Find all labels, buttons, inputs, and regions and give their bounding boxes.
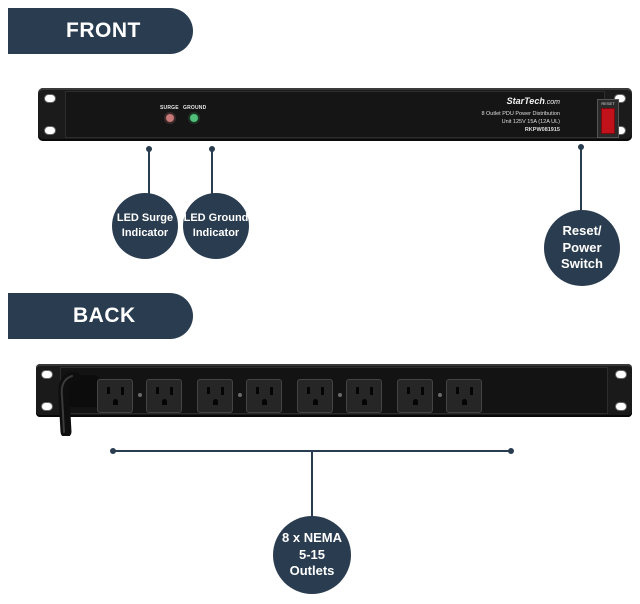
- outlet-ground-hole: [213, 399, 218, 405]
- mounting-hole-icon: [41, 370, 53, 379]
- outlet-slot: [370, 387, 373, 395]
- surge-led-label: SURGE: [160, 105, 179, 111]
- outlet-ground-hole: [362, 399, 367, 405]
- mounting-hole-icon: [44, 94, 56, 103]
- power-cord-icon: [58, 372, 80, 436]
- outlet-slot: [256, 387, 259, 394]
- back-section-tab: BACK: [8, 293, 193, 339]
- outlet-ground-hole: [313, 399, 318, 405]
- nema-5-15-outlet-icon: [146, 379, 182, 413]
- reset-power-switch: RESET: [597, 99, 619, 138]
- product-description: 8 Outlet PDU Power Distribution: [481, 111, 560, 117]
- connector-line: [148, 149, 150, 195]
- outlet-ground-hole: [113, 399, 118, 405]
- nema-5-15-outlet-icon: [397, 379, 433, 413]
- outlet-slot: [421, 387, 424, 395]
- front-panel: SURGE GROUND StarTech.com 8 Outlet PDU P…: [38, 88, 632, 141]
- ground-led-icon: [190, 114, 198, 122]
- outlet-slot: [156, 387, 159, 394]
- outlet-slot: [270, 387, 273, 395]
- nema-5-15-outlet-icon: [446, 379, 482, 413]
- back-panel: [36, 364, 632, 417]
- brand-logo: StarTech.com: [506, 96, 560, 106]
- outlet-slot: [407, 387, 410, 394]
- outlet-slot: [207, 387, 210, 394]
- surge-led-icon: [166, 114, 174, 122]
- screw-icon: [138, 393, 142, 397]
- mounting-hole-icon: [41, 402, 53, 411]
- mounting-hole-icon: [615, 402, 627, 411]
- screw-icon: [438, 393, 442, 397]
- outlet-slot: [356, 387, 359, 394]
- nema-5-15-outlet-icon: [97, 379, 133, 413]
- outlet-slot: [307, 387, 310, 394]
- front-section-tab: FRONT: [8, 8, 193, 54]
- switch-label: RESET: [601, 101, 615, 106]
- model-number: RKPW081915: [524, 127, 560, 133]
- connector-dot: [508, 448, 514, 454]
- outlet-slot: [221, 387, 224, 395]
- rocker-switch-icon: [601, 108, 615, 134]
- mounting-hole-icon: [614, 94, 626, 103]
- outlet-slot: [107, 387, 110, 394]
- outlet-ground-hole: [413, 399, 418, 405]
- connector-line: [311, 451, 313, 521]
- outlet-ground-hole: [262, 399, 267, 405]
- nema-5-15-outlet-icon: [297, 379, 333, 413]
- outlet-slot: [321, 387, 324, 395]
- nema-5-15-outlet-icon: [246, 379, 282, 413]
- screw-icon: [338, 393, 342, 397]
- mounting-hole-icon: [44, 126, 56, 135]
- outlet-ground-hole: [462, 399, 467, 405]
- ground-led-label: GROUND: [183, 105, 207, 111]
- connector-line: [580, 147, 582, 213]
- outlet-slot: [456, 387, 459, 394]
- connector-dot: [110, 448, 116, 454]
- mounting-hole-icon: [615, 370, 627, 379]
- front-panel-body: SURGE GROUND StarTech.com 8 Outlet PDU P…: [65, 91, 619, 138]
- outlet-slot: [470, 387, 473, 395]
- outlet-slot: [121, 387, 124, 395]
- outlet-slot: [170, 387, 173, 395]
- outlet-ground-hole: [162, 399, 167, 405]
- product-rating: Unit 125V 15A (12A UL): [501, 119, 560, 125]
- screw-icon: [238, 393, 242, 397]
- back-panel-body: [60, 367, 608, 414]
- connector-line: [211, 149, 213, 195]
- nema-5-15-outlet-icon: [197, 379, 233, 413]
- nema-5-15-outlet-icon: [346, 379, 382, 413]
